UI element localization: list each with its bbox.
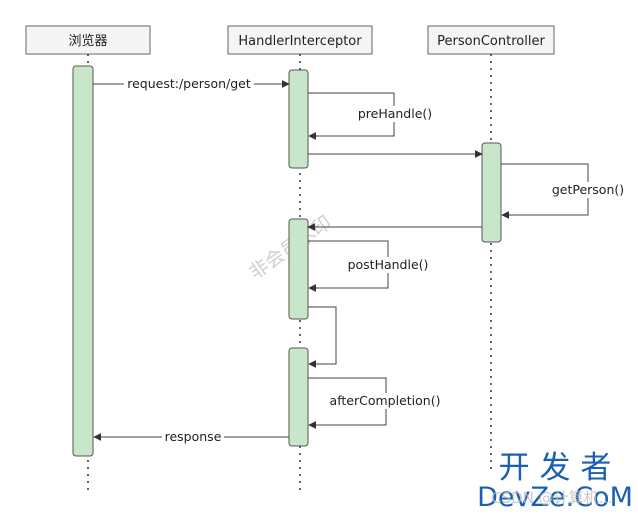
aftercompletion-label-bg [327,393,443,409]
activation-interceptor-1 [288,69,309,169]
activation-interceptor-3 [288,347,309,447]
devze-logo-line1: 开 发 者 [499,450,612,486]
getperson-label-bg [549,182,627,198]
devze-logo: 开 发 者 DevZe.CoM CSDN @计算机... [477,450,633,513]
participant-browser: 浏览器 [25,25,151,55]
response-label: response [165,429,222,444]
prehandle-label: preHandle() [358,106,432,121]
prehandle-label-bg [354,106,436,122]
activation-browser [72,65,94,457]
participant-interceptor-label: HandlerInterceptor [238,34,362,49]
aftercompletion-label: afterCompletion() [330,393,441,408]
request-label: request:/person/get [127,76,251,91]
participant-controller: PersonController [427,25,555,55]
csdn-watermark: CSDN @计算机... [491,489,613,507]
participant-controller-label: PersonController [437,34,545,49]
completion-link-arrow [308,306,337,368]
posthandle-label-bg [345,257,431,273]
participant-interceptor: HandlerInterceptor [227,25,373,55]
request-label-bg [124,76,254,92]
activation-interceptor-2 [288,218,309,320]
participant-browser-label: 浏览器 [68,33,107,49]
activation-controller [481,142,502,243]
devze-logo-line2: DevZe.CoM [477,482,633,513]
response-label-bg [162,429,224,445]
posthandle-label: postHandle() [348,257,429,272]
getperson-label: getPerson() [552,182,624,197]
